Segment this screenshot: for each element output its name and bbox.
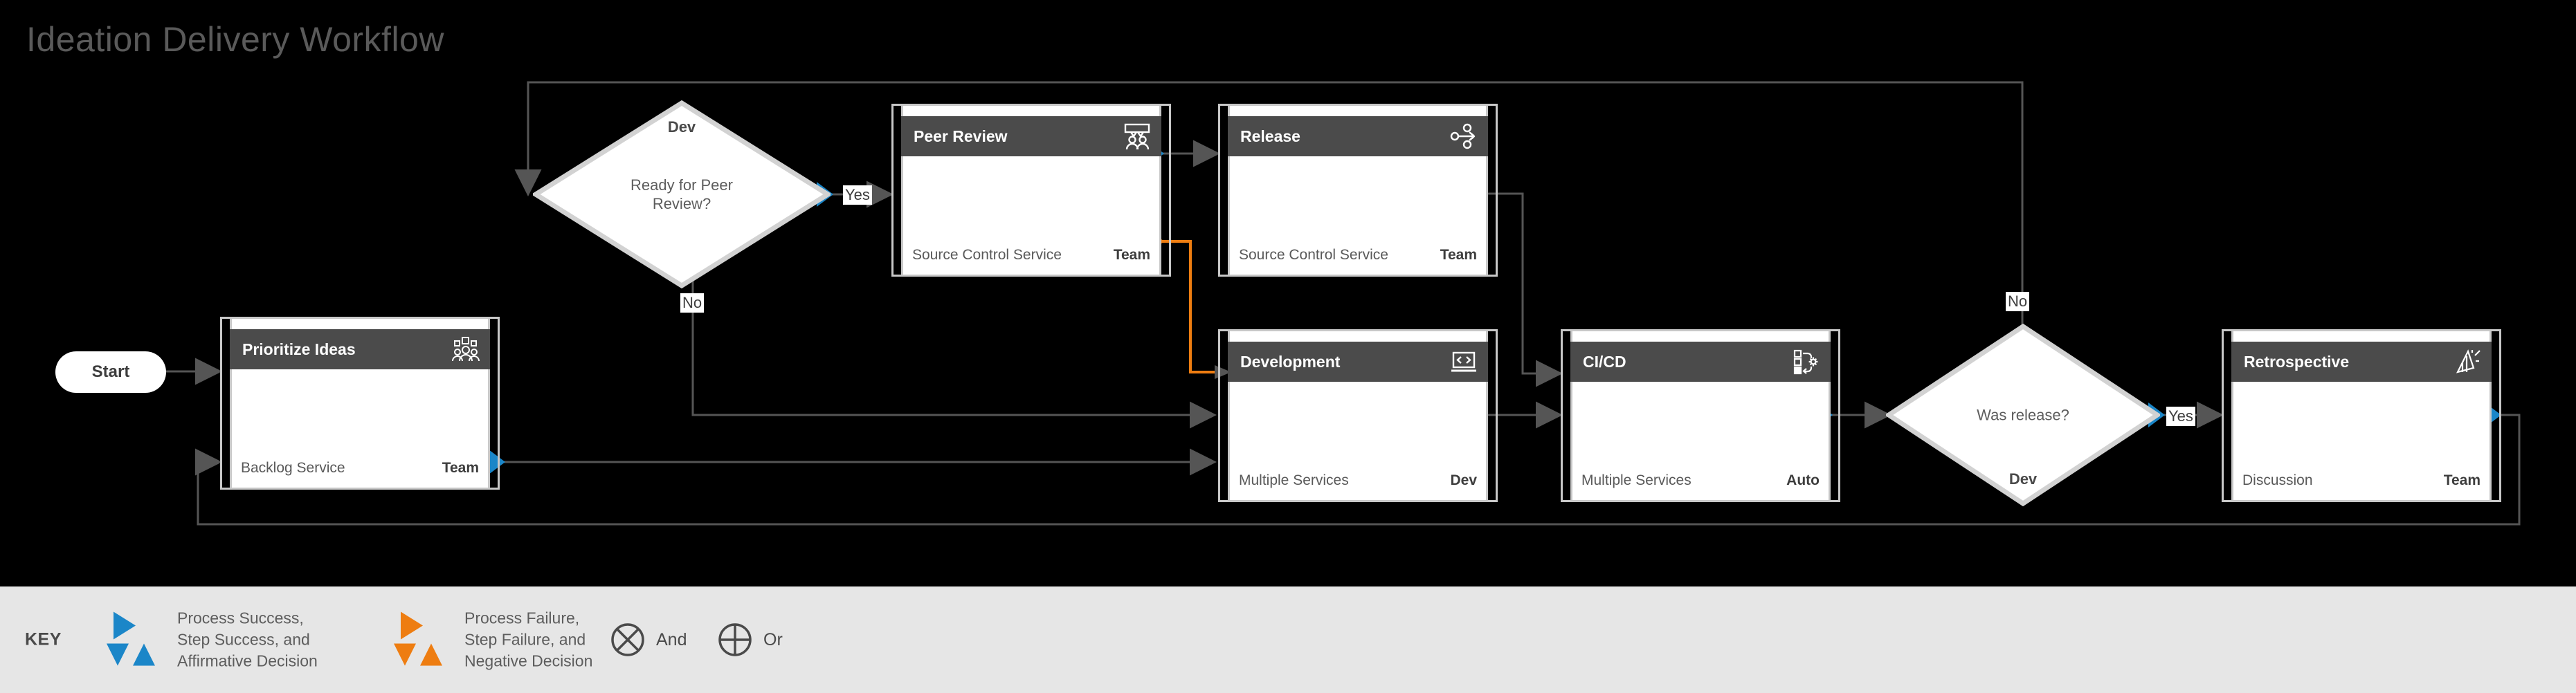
card-cicd[interactable]: CI/CD Multiple Services Auto xyxy=(1561,329,1840,502)
card-footer: Multiple Services Auto xyxy=(1581,472,1820,490)
key-item-failure: Process Failure, Step Failure, and Negat… xyxy=(391,608,592,672)
key-item-and: And xyxy=(609,621,687,658)
wire-wasrelease-no-riser xyxy=(527,81,2024,329)
peer-review-people-icon xyxy=(1123,122,1152,151)
circle-x-icon xyxy=(609,621,646,658)
page-title: Ideation Delivery Workflow xyxy=(26,20,444,59)
decision-role: Dev xyxy=(2008,470,2038,488)
key-and-label: And xyxy=(656,629,687,649)
card-footer: Source Control Service Team xyxy=(1239,246,1477,264)
card-development[interactable]: Development Multiple Services Dev xyxy=(1218,329,1498,502)
decision-ready-for-peer-review[interactable]: Dev Ready for Peer Review? xyxy=(533,100,831,288)
card-prioritize-ideas[interactable]: Prioritize Ideas Backlog Service Team xyxy=(220,317,500,490)
card-footer: Discussion Team xyxy=(2242,472,2480,490)
card-title: Peer Review xyxy=(914,127,1008,145)
decision-was-release[interactable]: Was release? Dev xyxy=(1886,324,2160,506)
card-header: Prioritize Ideas xyxy=(230,329,490,369)
decision-role: Dev xyxy=(667,118,696,136)
card-service: Source Control Service xyxy=(912,247,1062,263)
port-out-prioritize xyxy=(489,450,505,474)
key-failure-text: Process Failure, Step Failure, and Negat… xyxy=(464,608,592,672)
wire-release-to-cicd xyxy=(1481,192,1563,387)
pipeline-gear-icon xyxy=(1792,347,1821,376)
key-item-success: Process Success, Step Success, and Affir… xyxy=(104,608,318,672)
key-success-line2: Step Success, and xyxy=(177,630,310,649)
wire-retrospective-return xyxy=(197,414,2521,526)
edge-label-was-release-no: No xyxy=(2006,292,2030,311)
key-success-line3: Affirmative Decision xyxy=(177,652,318,670)
start-label: Start xyxy=(91,362,130,381)
diamond-shape xyxy=(533,100,831,288)
key-label: KEY xyxy=(25,629,62,649)
card-role: Dev xyxy=(1450,472,1477,488)
card-service: Discussion xyxy=(2242,472,2313,488)
circle-plus-icon xyxy=(716,621,754,658)
start-node[interactable]: Start xyxy=(55,351,166,393)
flag-chart-icon xyxy=(2453,347,2482,376)
edge-label-peer-review-yes: Yes xyxy=(843,185,872,205)
code-laptop-icon xyxy=(1449,347,1478,376)
card-title: CI/CD xyxy=(1583,352,1626,371)
key-success-text: Process Success, Step Success, and Affir… xyxy=(177,608,318,672)
branch-merge-icon xyxy=(1449,122,1478,151)
card-header: Release xyxy=(1228,116,1488,156)
people-ideas-icon xyxy=(451,335,480,364)
card-role: Team xyxy=(442,460,479,476)
key-success-line1: Process Success, xyxy=(177,609,304,627)
card-title: Development xyxy=(1240,352,1341,371)
card-header: Peer Review xyxy=(901,116,1161,156)
key-failure-line3: Negative Decision xyxy=(464,652,593,670)
card-footer: Multiple Services Dev xyxy=(1239,472,1477,490)
card-header: Retrospective xyxy=(2231,342,2492,382)
card-service: Source Control Service xyxy=(1239,247,1388,263)
diamond-shape xyxy=(1886,324,2160,506)
edge-label-was-release-yes: Yes xyxy=(2166,407,2195,426)
card-role: Team xyxy=(2443,472,2480,488)
card-service: Multiple Services xyxy=(1581,472,1691,488)
card-role: Auto xyxy=(1786,472,1820,488)
key-legend: KEY Process Success, Step Success, and A… xyxy=(0,586,2576,693)
card-release[interactable]: Release Source Control Service Team xyxy=(1218,104,1498,277)
card-footer: Backlog Service Team xyxy=(241,459,479,477)
orange-triangles-icon xyxy=(391,610,451,669)
card-title: Prioritize Ideas xyxy=(242,340,356,358)
card-service: Multiple Services xyxy=(1239,472,1349,488)
edge-label-peer-review-no: No xyxy=(680,293,705,313)
card-header: CI/CD xyxy=(1570,342,1831,382)
card-footer: Source Control Service Team xyxy=(912,246,1150,264)
card-service: Backlog Service xyxy=(241,460,345,476)
key-failure-line2: Step Failure, and xyxy=(464,630,586,649)
card-peer-review[interactable]: Peer Review Source Control Service Team xyxy=(891,104,1171,277)
card-role: Team xyxy=(1440,247,1477,263)
key-failure-line1: Process Failure, xyxy=(464,609,580,627)
card-header: Development xyxy=(1228,342,1488,382)
card-role: Team xyxy=(1113,247,1150,263)
key-or-label: Or xyxy=(763,629,783,649)
card-title: Retrospective xyxy=(2244,352,2350,371)
wire-review-no-to-development xyxy=(691,270,1217,429)
wire-peerreview-fail-to-development xyxy=(1160,240,1219,373)
key-item-or: Or xyxy=(716,621,783,658)
card-retrospective[interactable]: Retrospective Discussion Team xyxy=(2222,329,2501,502)
card-title: Release xyxy=(1240,127,1300,145)
blue-triangles-icon xyxy=(104,610,163,669)
